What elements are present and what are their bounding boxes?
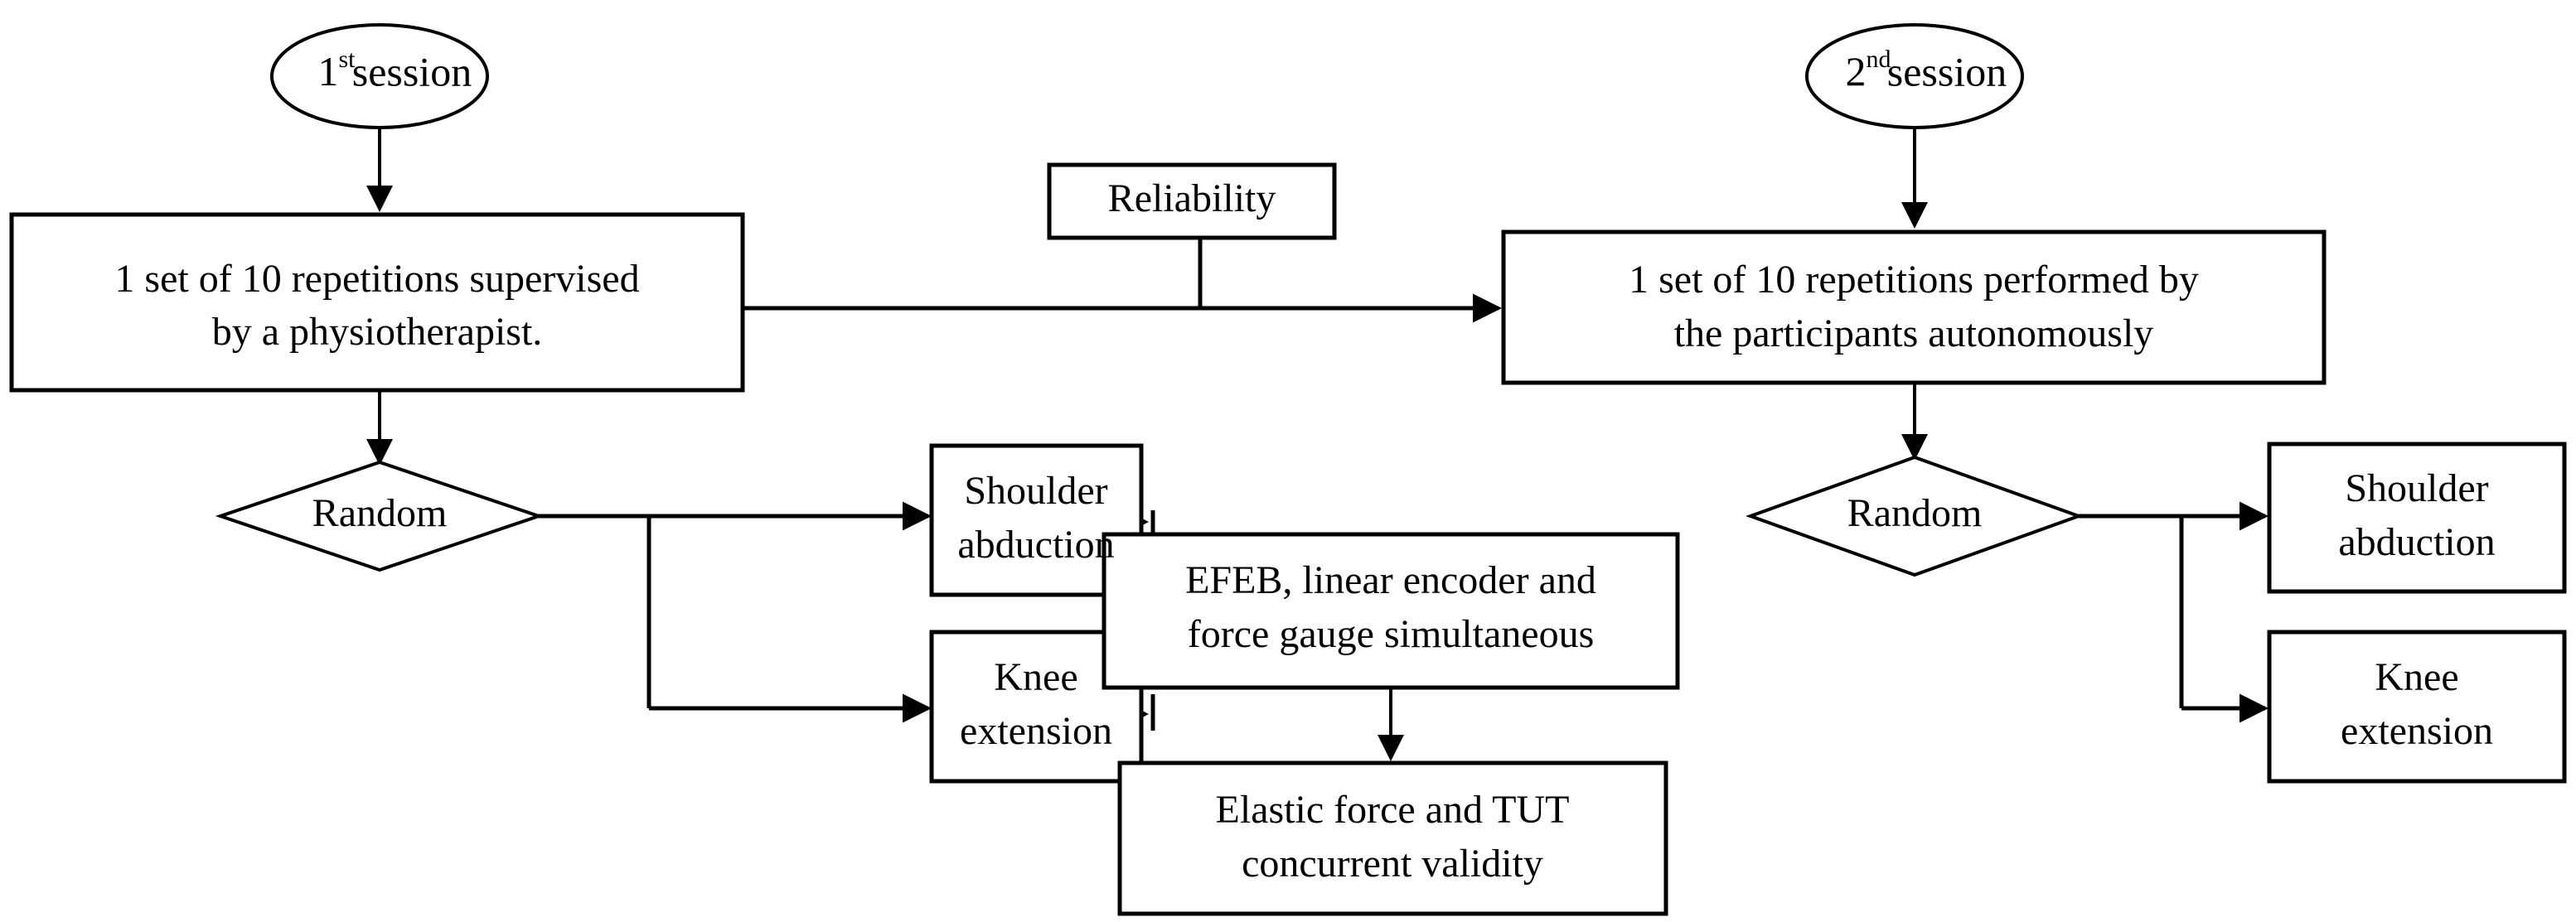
knee-left-line2: extension: [960, 709, 1112, 753]
knee-right-line1: Knee: [2375, 655, 2458, 699]
node-shoulder-left-label: Shoulder abduction: [957, 469, 1114, 567]
node-random-left-shape: [215, 460, 545, 572]
node-validity-label: Elastic force and TUT concurrent validit…: [1216, 788, 1570, 886]
svg-text:1st: 1st: [317, 46, 356, 95]
edge-random-right-branch: [2079, 501, 2269, 723]
right-protocol-line1: 1 set of 10 repetitions performed by: [1629, 258, 2199, 302]
left-protocol-line1: 1 set of 10 repetitions supervised: [114, 257, 639, 301]
shoulder-left-line2: abduction: [957, 523, 1114, 567]
validity-line1: Elastic force and TUT: [1216, 788, 1570, 832]
shoulder-left-line1: Shoulder: [964, 469, 1107, 513]
node-left-protocol-label: 1 set of 10 repetitions supervised by a …: [114, 257, 639, 354]
node-session1-label: 1st session: [317, 46, 472, 95]
random-left-text: Random: [312, 491, 448, 535]
knee-right-line2: extension: [2341, 709, 2493, 753]
node-knee-right-label: Knee extension: [2341, 655, 2493, 753]
node-knee-right-shape: [2267, 630, 2567, 784]
node-random-right-shape: [1746, 455, 2084, 577]
session1-prefix: 1: [317, 48, 338, 94]
node-right-protocol-label: 1 set of 10 repetitions performed by the…: [1629, 258, 2199, 355]
node-knee-left-label: Knee extension: [960, 655, 1112, 753]
left-protocol-line2: by a physiotherapist.: [212, 310, 543, 354]
efeb-line1: EFEB, linear encoder and: [1185, 558, 1596, 602]
node-session1-shape: [270, 23, 489, 129]
session2-superscript: nd: [1867, 46, 1891, 73]
shoulder-right-line2: abduction: [2338, 520, 2495, 564]
session1-superscript: st: [338, 46, 356, 73]
node-session2-label: 2nd session: [1846, 46, 2007, 95]
node-random-left-label: Random: [312, 491, 448, 535]
node-reliability-shape: [1047, 162, 1337, 240]
shoulder-right-line1: Shoulder: [2345, 466, 2488, 510]
validity-line2: concurrent validity: [1242, 842, 1543, 886]
edge-random-left-branch: [539, 501, 932, 723]
session1-main: session: [352, 48, 472, 94]
svg-text:2nd: 2nd: [1846, 46, 1891, 95]
random-right-text: Random: [1847, 491, 1983, 535]
session2-main: session: [1887, 48, 2007, 94]
node-random-right-label: Random: [1847, 491, 1983, 535]
node-reliability-label: Reliability: [1108, 176, 1276, 220]
knee-left-line1: Knee: [994, 655, 1077, 699]
node-session2-shape: [1805, 23, 2024, 129]
node-shoulder-right-shape: [2267, 442, 2567, 594]
reliability-text: Reliability: [1108, 176, 1276, 220]
node-efeb-shape: [1102, 532, 1680, 690]
node-right-protocol-shape: [1501, 229, 2327, 385]
session2-prefix: 2: [1846, 48, 1867, 94]
node-left-protocol-shape: [9, 212, 745, 393]
node-efeb-label: EFEB, linear encoder and force gauge sim…: [1185, 558, 1596, 656]
efeb-line2: force gauge simultaneous: [1188, 612, 1595, 656]
node-validity-shape: [1117, 760, 1668, 916]
right-protocol-line2: the participants autonomously: [1674, 311, 2154, 355]
node-shoulder-right-label: Shoulder abduction: [2338, 466, 2495, 564]
